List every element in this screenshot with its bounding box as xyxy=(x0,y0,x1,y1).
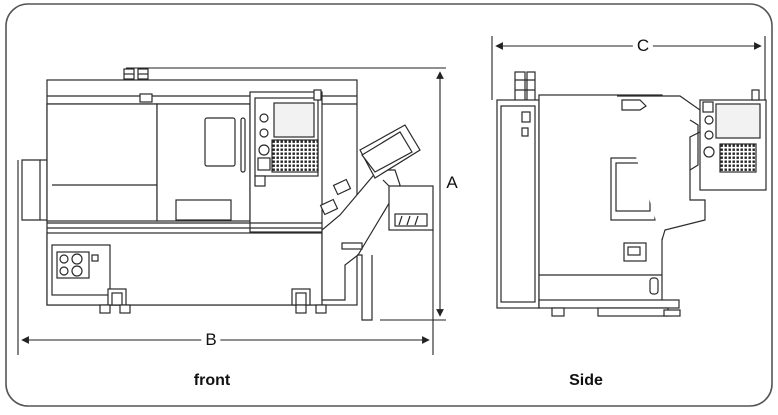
dimension-a-label: A xyxy=(442,174,462,192)
dimension-c-label: C xyxy=(632,37,654,55)
chip-conveyor xyxy=(321,169,401,301)
front-view-caption: front xyxy=(193,372,231,389)
side-base xyxy=(538,299,680,309)
side-view-caption: Side xyxy=(569,372,603,389)
dimension-b-label: B xyxy=(201,331,221,349)
front-view xyxy=(21,68,434,321)
frame-border xyxy=(5,3,773,407)
side-view xyxy=(496,71,767,317)
front-control-screen xyxy=(273,102,315,138)
dimension-lines xyxy=(17,36,766,355)
side-control-screen xyxy=(715,103,761,139)
front-door-window xyxy=(204,117,236,167)
